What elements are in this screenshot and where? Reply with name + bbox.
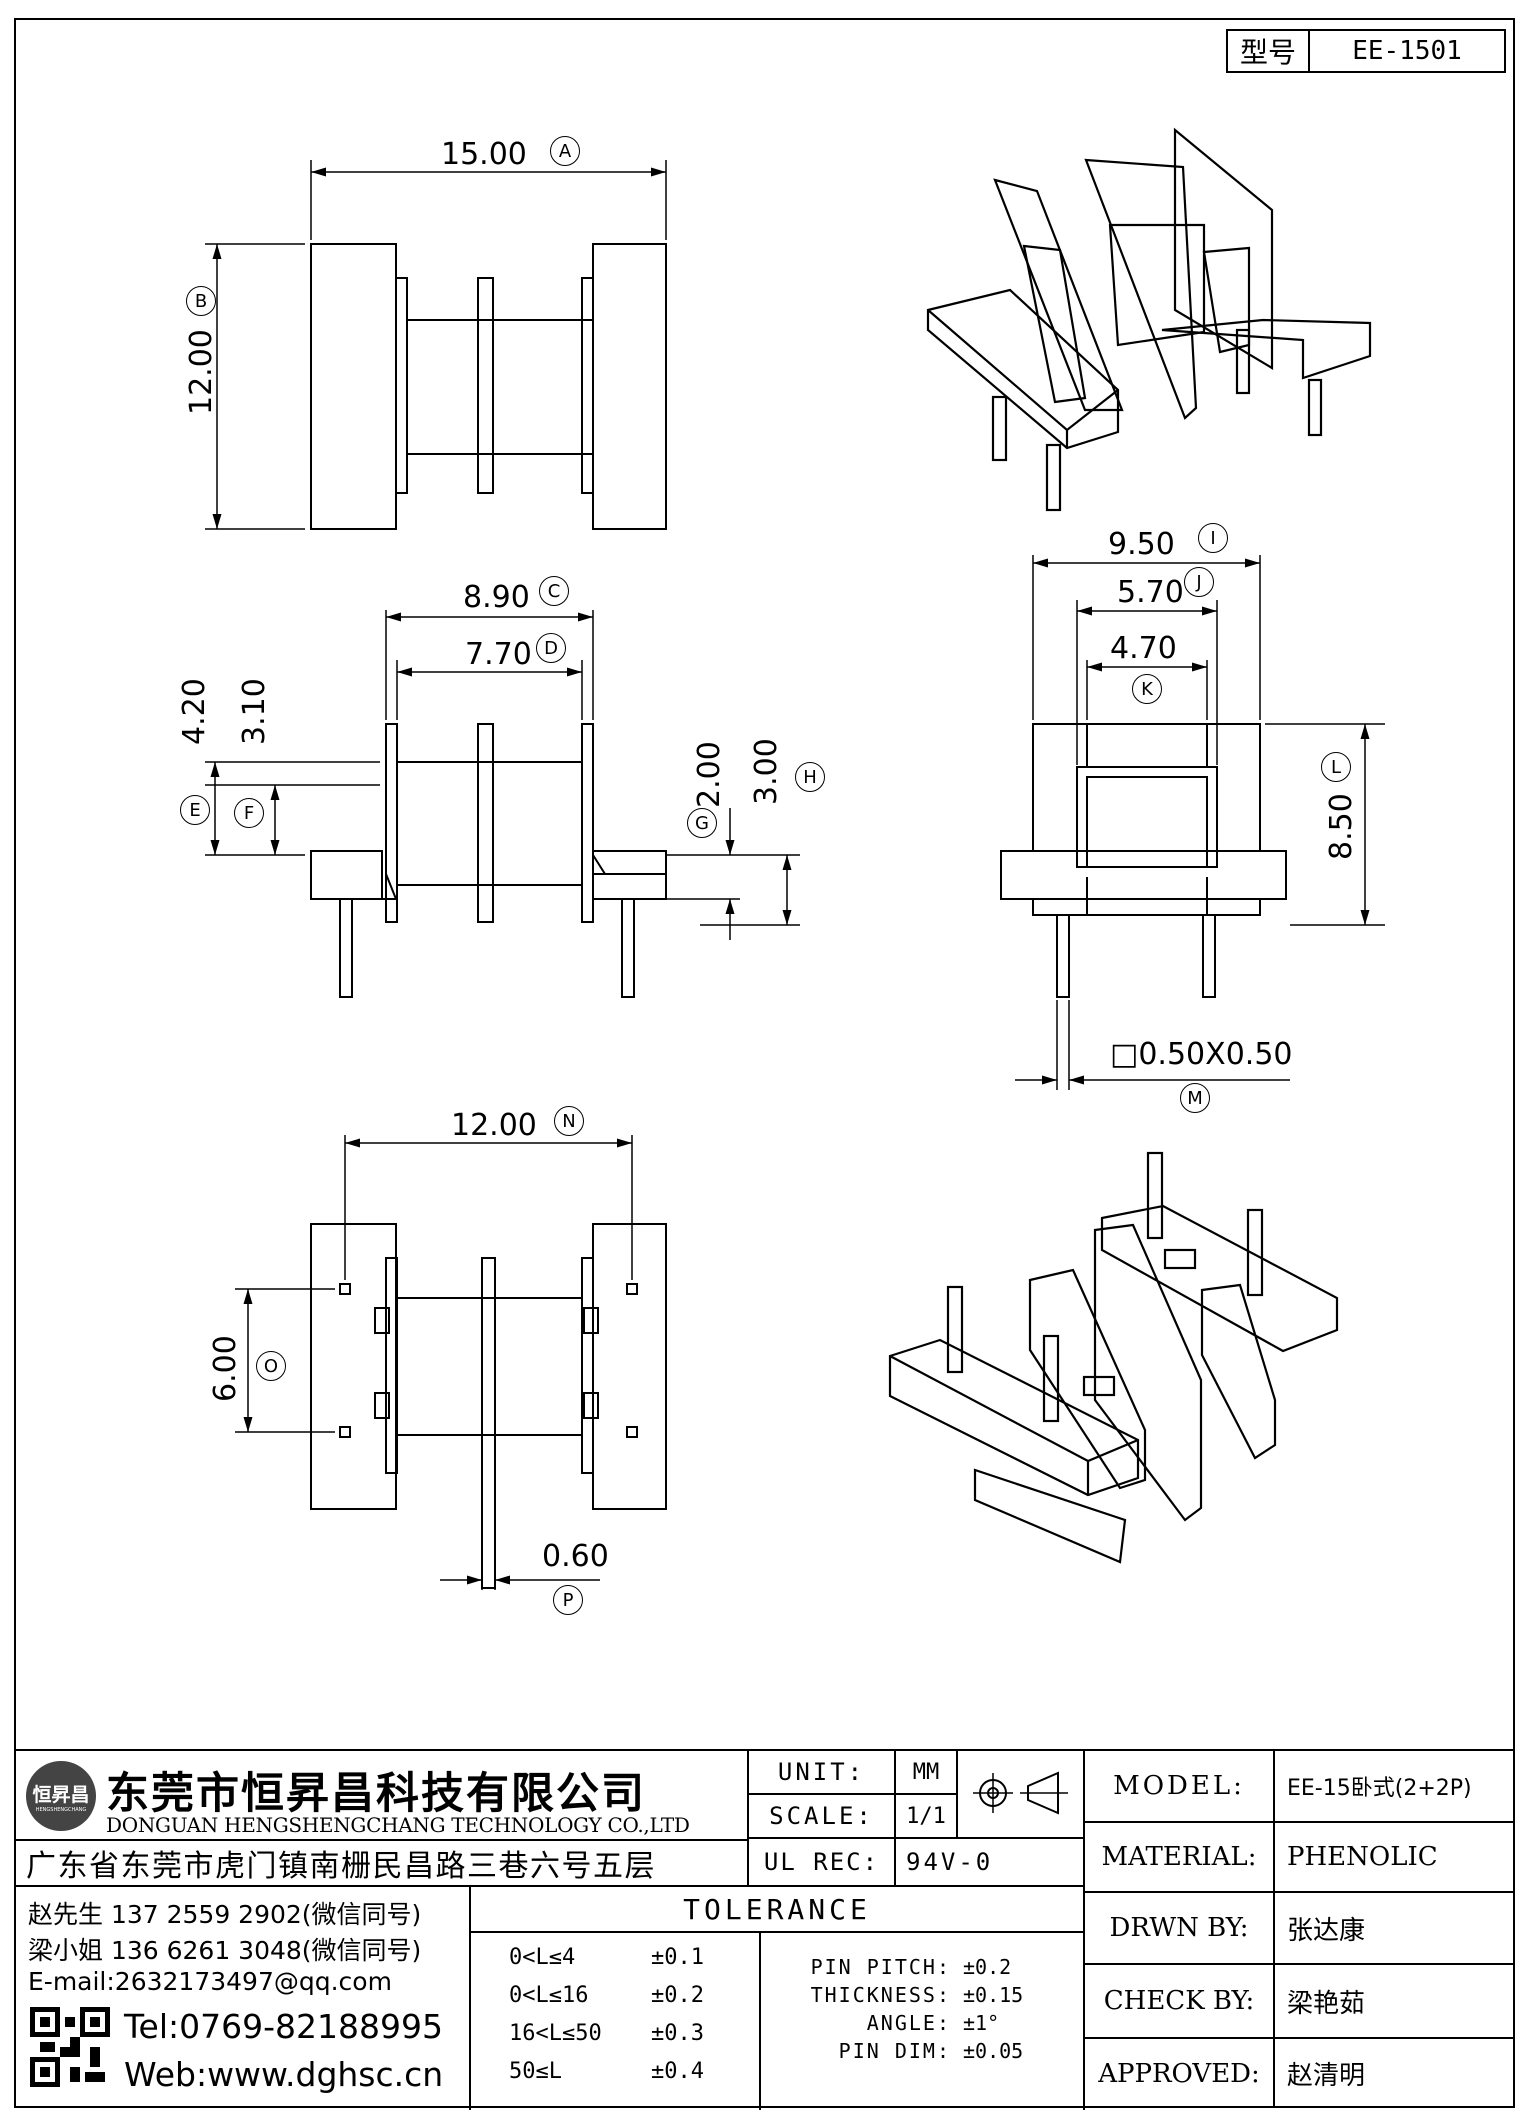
- dim-d-value: 7.70: [465, 637, 532, 672]
- dim-n-value: 12.00: [451, 1108, 537, 1143]
- dim-i-tag: I: [1198, 523, 1228, 553]
- tol-value-2: ±0.2: [651, 1983, 704, 2008]
- dim-p-value: 0.60: [542, 1539, 609, 1574]
- dim-l-value: 8.50: [1324, 793, 1359, 860]
- model-number-label: 型号: [1228, 31, 1310, 71]
- dim-m-tag: M: [1180, 1083, 1210, 1113]
- tol-range-1: 0<L≤4: [509, 1945, 576, 1970]
- tolerance-specs: PIN PITCH: ±0.2 THICKNESS: ±0.15 ANGLE: …: [761, 1933, 1083, 2110]
- tolerance-block: TOLERANCE 0<L≤4 ±0.1 0<L≤16 ±0.2 16<L≤50…: [471, 1887, 1083, 2110]
- dim-m-value: □0.50X0.50: [1110, 1037, 1293, 1072]
- units-block: UNIT: MM SCALE: 1/1 UL REC: 94V-0: [749, 1751, 1083, 1887]
- dim-a-value: 15.00: [441, 137, 527, 172]
- drwn-by-label: DRWN BY:: [1085, 1893, 1275, 1965]
- spec-pin-dim-value: ±0.05: [963, 2039, 1024, 2063]
- dim-b-value: 12.00: [184, 329, 219, 415]
- unit-label: UNIT:: [749, 1751, 896, 1795]
- side-view: [205, 610, 800, 998]
- dim-g-tag: G: [687, 808, 717, 838]
- company-address: 广东省东莞市虎门镇南栅民昌路三巷六号五层: [14, 1839, 747, 1885]
- contact-web: Web:www.dghsc.cn: [124, 2055, 444, 2094]
- approved-value: 赵清明: [1287, 2061, 1366, 2091]
- dim-p-tag: P: [553, 1585, 583, 1615]
- projection-icon: [973, 1771, 1068, 1815]
- tol-range-3: 16<L≤50: [509, 2021, 602, 2046]
- tol-range-2: 0<L≤16: [509, 1983, 589, 2008]
- spec-angle-label: ANGLE:: [866, 2011, 951, 2035]
- material-value: PHENOLIC: [1275, 1823, 1515, 1893]
- spec-pin-pitch-value: ±0.2: [963, 1955, 1012, 1979]
- tol-value-3: ±0.3: [651, 2021, 704, 2046]
- spec-angle-value: ±1°: [963, 2011, 1000, 2035]
- ul-rec-value: 94V-0: [906, 1848, 994, 1876]
- tol-range-4: 50≤L: [509, 2059, 562, 2084]
- check-by-value: 梁艳茹: [1275, 1965, 1515, 2039]
- spec-thickness-label: THICKNESS:: [810, 1983, 951, 2007]
- unit-value: MM: [896, 1751, 958, 1795]
- bottom-view: [235, 1135, 667, 1590]
- model-number-value: EE-1501: [1352, 36, 1462, 66]
- contact-tel: Tel:0769-82188995: [124, 2007, 443, 2046]
- model-label: MODEL:: [1085, 1751, 1275, 1823]
- spec-thickness-value: ±0.15: [963, 1983, 1024, 2007]
- end-view: [1000, 555, 1385, 1090]
- contact-2: 梁小姐 136 6261 3048(微信同号): [28, 1936, 422, 1965]
- model-number-box: 型号 EE-1501: [1226, 29, 1506, 73]
- dim-b-tag: B: [186, 286, 216, 316]
- company-name-cn: 东莞市恒昇昌科技有限公司: [106, 1769, 646, 1819]
- qr-code-graphic: [30, 2007, 110, 2087]
- projection-symbol: [958, 1751, 1083, 1839]
- contact-block: 赵先生 137 2559 2902(微信同号) 梁小姐 136 6261 304…: [14, 1887, 471, 2110]
- contact-email: E-mail:2632173497@qq.com: [28, 1967, 392, 1996]
- dim-j-tag: J: [1184, 567, 1214, 597]
- dim-f-value: 3.10: [237, 678, 272, 745]
- dim-o-tag: O: [256, 1351, 286, 1381]
- dim-f-tag: F: [234, 798, 264, 828]
- dim-o-value: 6.00: [208, 1335, 243, 1402]
- company-name-en: DONGUAN HENGSHENGCHANG TECHNOLOGY CO.,LT…: [106, 1813, 690, 1837]
- dim-l-tag: L: [1321, 752, 1351, 782]
- dim-g-value: 2.00: [692, 741, 727, 808]
- dim-h-tag: H: [795, 762, 825, 792]
- dim-e-tag: E: [180, 795, 210, 825]
- dim-i-value: 9.50: [1108, 527, 1175, 562]
- model-value: EE-15卧式(2+2P): [1275, 1751, 1515, 1823]
- isometric-view-bottom: [888, 1151, 1339, 1564]
- scale-value: 1/1: [896, 1795, 958, 1839]
- drawing-frame: [14, 18, 1515, 2108]
- dim-k-value: 4.70: [1110, 631, 1177, 666]
- drwn-by-value: 张达康: [1275, 1893, 1515, 1965]
- qr-code-icon: [30, 2007, 110, 2087]
- tol-value-4: ±0.4: [651, 2059, 704, 2084]
- dim-j-value: 5.70: [1117, 575, 1184, 610]
- dim-c-value: 8.90: [463, 580, 530, 615]
- contact-1: 赵先生 137 2559 2902(微信同号): [28, 1900, 422, 1929]
- dim-n-tag: N: [554, 1106, 584, 1136]
- isometric-view-top: [926, 127, 1372, 512]
- top-view: [205, 160, 667, 530]
- approved-label: APPROVED:: [1085, 2039, 1275, 2108]
- company-block: 恒昇昌 HENGSHENGCHANG 东莞市恒昇昌科技有限公司 DONGUAN …: [14, 1751, 749, 1887]
- dim-k-tag: K: [1132, 674, 1162, 704]
- company-logo: 恒昇昌 HENGSHENGCHANG: [26, 1761, 96, 1831]
- ul-rec-label: UL REC:: [749, 1839, 896, 1885]
- check-by-label: CHECK BY:: [1085, 1965, 1275, 2039]
- material-label: MATERIAL:: [1085, 1823, 1275, 1893]
- dim-e-value: 4.20: [177, 678, 212, 745]
- tol-value-1: ±0.1: [651, 1945, 704, 1970]
- info-block: MODEL: EE-15卧式(2+2P) MATERIAL: PHENOLIC …: [1083, 1751, 1515, 2110]
- title-block: 恒昇昌 HENGSHENGCHANG 东莞市恒昇昌科技有限公司 DONGUAN …: [14, 1749, 1515, 2110]
- dim-h-value: 3.00: [749, 738, 784, 805]
- dim-d-tag: D: [536, 633, 566, 663]
- dim-a-tag: A: [550, 136, 580, 166]
- spec-pin-pitch-label: PIN PITCH:: [810, 1955, 951, 1979]
- logo-subtext: HENGSHENGCHANG: [35, 1806, 87, 1813]
- scale-label: SCALE:: [749, 1795, 896, 1839]
- tolerance-ranges: 0<L≤4 ±0.1 0<L≤16 ±0.2 16<L≤50 ±0.3 50≤L…: [471, 1933, 761, 2110]
- dim-c-tag: C: [539, 576, 569, 606]
- spec-pin-dim-label: PIN DIM:: [838, 2039, 951, 2063]
- logo-text: 恒昇昌: [32, 1783, 90, 1806]
- tolerance-title: TOLERANCE: [471, 1887, 1083, 1933]
